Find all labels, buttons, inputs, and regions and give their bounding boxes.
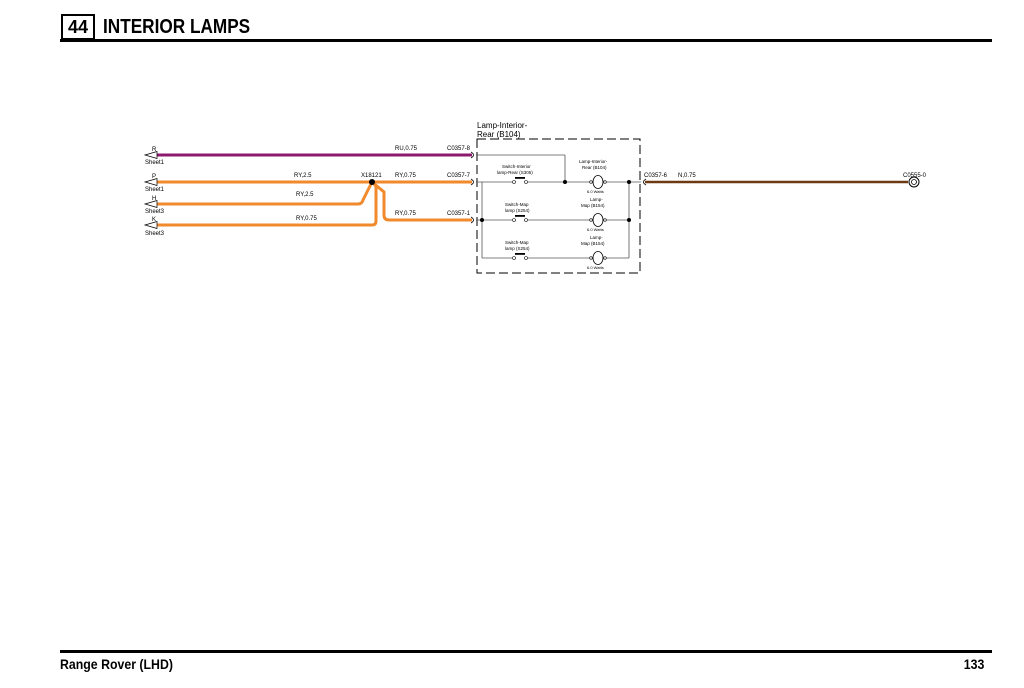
switch-1-label-line2: lamp-Rear (S305) — [497, 170, 533, 175]
junction-dot-c1 — [480, 218, 484, 222]
connector-c1-label: C0357-1 — [447, 211, 471, 217]
switch-contact — [524, 180, 528, 184]
wire-spec-n075: N,0.75 — [678, 173, 696, 179]
footer-vehicle: Range Rover (LHD) — [60, 656, 173, 672]
switch-interior-rear — [512, 177, 528, 184]
input-sheet-k: Sheet3 — [145, 231, 165, 237]
connector-c6-label: C0357-6 — [644, 173, 668, 179]
switch-contact — [512, 218, 516, 222]
wire-spec-ry075-low: RY,0.75 — [395, 211, 416, 217]
junction-dot-row2-right — [627, 218, 631, 222]
lamp-map-2 — [589, 251, 607, 265]
switch-1-label-line1: Switch-Interior — [502, 164, 531, 169]
junction-dot-c8 — [563, 180, 567, 184]
footer-rule — [60, 650, 992, 653]
wire-spec-ry25-top: RY,2.5 — [294, 173, 312, 179]
page-title: INTERIOR LAMPS — [103, 16, 251, 38]
switch-map-lamp-2 — [512, 253, 528, 260]
switch-contact — [524, 256, 528, 260]
input-label-p: P — [152, 174, 156, 180]
input-arrow-k — [143, 221, 158, 229]
switch-2-label-line1: Switch-Map — [505, 202, 529, 207]
switch-3-label-line2: lamp (S254) — [505, 246, 530, 251]
lamp-1-label-line2: Rear (B104) — [582, 165, 607, 170]
switch-2-label-line2: lamp (S254) — [505, 208, 530, 213]
wire-c1-orange — [371, 180, 472, 222]
lamp-terminal — [589, 218, 593, 222]
wire-k-orange — [152, 180, 378, 227]
ground-terminal-outer — [908, 176, 920, 188]
wire-spec-ry075-k: RY,0.75 — [296, 216, 317, 222]
lamp-terminal — [603, 180, 607, 184]
wire-spec-ru075: RU,0.75 — [395, 146, 418, 152]
input-label-k: K — [152, 217, 156, 223]
switch-3-label-line1: Switch-Map — [505, 240, 529, 245]
junction-dot-right — [627, 180, 631, 184]
lamp-3-watts: 6.0 Watts — [587, 265, 604, 270]
switch-actuator — [515, 253, 525, 255]
lamp-1-watts: 6.0 Watts — [587, 189, 604, 194]
connector-ground-label: C0555-0 — [903, 173, 927, 179]
switch-actuator — [515, 215, 525, 217]
lamp-terminal — [603, 218, 607, 222]
switch-contact — [512, 256, 516, 260]
lamp-1-label-line1: Lamp-Interior- — [579, 159, 608, 164]
switch-actuator — [515, 177, 525, 179]
lamp-interior-rear — [589, 175, 607, 189]
wire-h-orange — [152, 181, 374, 206]
input-label-h: H — [152, 196, 156, 202]
ground-terminal-inner — [911, 179, 917, 185]
connector-pin-c8 — [470, 151, 474, 159]
component-label-line1: Lamp-Interior- — [477, 121, 528, 130]
input-label-r: R — [152, 147, 157, 153]
switch-map-lamp-1 — [512, 215, 528, 222]
input-sheet-r: Sheet1 — [145, 160, 165, 166]
section-number: 44 — [67, 17, 89, 37]
connector-pin-c7 — [470, 178, 474, 186]
lamp-bulb — [592, 175, 604, 189]
component-label-line2: Rear (B104) — [477, 130, 521, 139]
switch-contact — [524, 218, 528, 222]
lamp-2-watts: 6.0 Watts — [587, 227, 604, 232]
connector-pin-c1 — [470, 216, 474, 224]
wire-spec-ry075-p: RY,0.75 — [395, 173, 416, 179]
lamp-terminal — [589, 180, 593, 184]
connector-c8-label: C0357-8 — [447, 146, 471, 152]
footer-page-number: 133 — [963, 656, 984, 672]
input-sheet-h: Sheet3 — [145, 209, 165, 215]
lamp-bulb — [592, 213, 604, 227]
splice-label: X18121 — [361, 173, 382, 179]
lamp-bulb — [592, 251, 604, 265]
lamp-terminal — [603, 256, 607, 260]
header-rule — [60, 39, 992, 42]
splice-dot — [369, 179, 375, 185]
lamp-map-1 — [589, 213, 607, 227]
switch-contact — [512, 180, 516, 184]
lamp-3-label-line1: Lamp- — [590, 235, 603, 240]
connector-pin-c6 — [643, 178, 647, 186]
input-arrow-h — [143, 200, 158, 208]
lamp-terminal — [589, 256, 593, 260]
component-enclosure — [476, 138, 641, 274]
lamp-2-label-line2: Map (B154) — [581, 203, 605, 208]
wire-spec-ry25-mid: RY,2.5 — [296, 192, 314, 198]
input-sheet-p: Sheet1 — [145, 187, 165, 193]
lamp-2-label-line1: Lamp- — [590, 197, 603, 202]
lamp-3-label-line2: Map (B154) — [581, 241, 605, 246]
input-arrow-r — [143, 151, 158, 159]
input-arrow-p — [143, 178, 158, 186]
connector-c7-label: C0357-7 — [447, 173, 471, 179]
